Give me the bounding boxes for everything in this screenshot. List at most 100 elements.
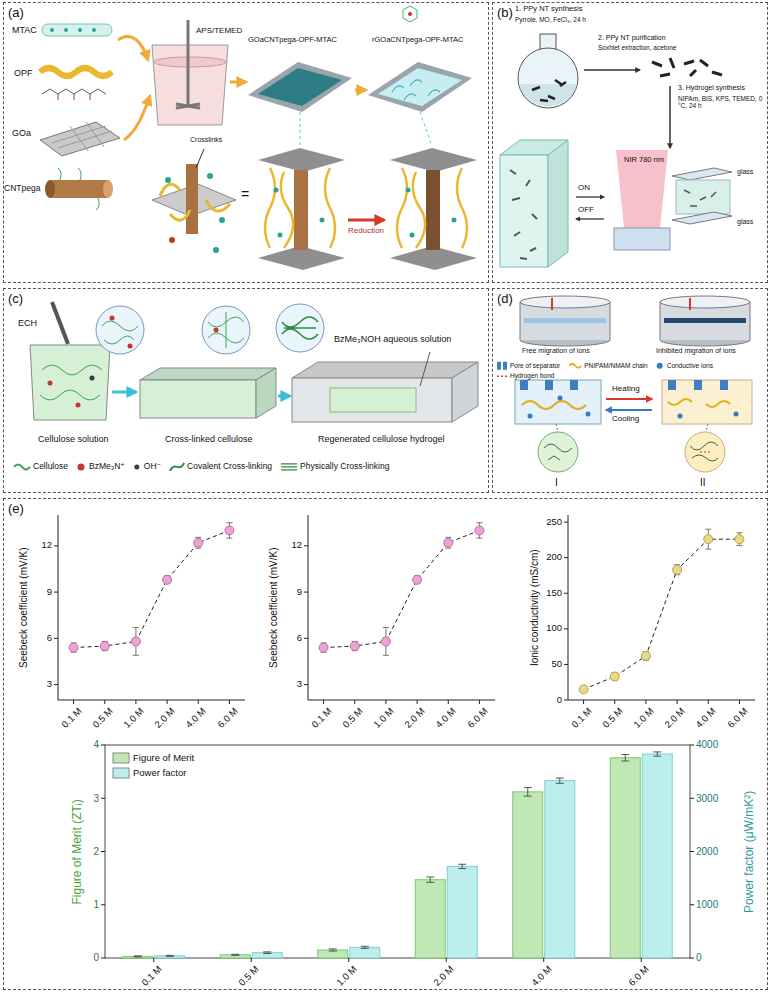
panel-letter: (d) bbox=[497, 291, 513, 306]
panel-c-art bbox=[292, 362, 478, 378]
tick-mark bbox=[690, 904, 694, 905]
illustration-label: = bbox=[241, 186, 249, 202]
tick-label: 6 bbox=[297, 633, 302, 644]
panel-b-art bbox=[672, 212, 732, 224]
panel-a-art bbox=[78, 28, 82, 32]
bar bbox=[252, 953, 282, 958]
legend-text: Hydrogen bond bbox=[510, 372, 554, 379]
panel-c-art bbox=[140, 380, 256, 418]
panel-a-art bbox=[40, 122, 120, 156]
category-label: 0.5 M bbox=[237, 964, 262, 989]
category-label: 0.5 M bbox=[91, 706, 116, 731]
illustration-label: glass bbox=[737, 168, 753, 176]
tick-label: 6 bbox=[47, 633, 52, 644]
tick-mark bbox=[101, 958, 105, 959]
data-point bbox=[381, 637, 390, 646]
category-label: 4.0 M bbox=[694, 706, 719, 731]
category-label: 6.0 M bbox=[627, 964, 652, 989]
panel-d-art bbox=[662, 380, 752, 424]
panel-a-art bbox=[103, 180, 113, 198]
bar bbox=[642, 754, 672, 958]
illustration-label: Pyrrole, MO, FeCl₃, 24 h bbox=[515, 16, 586, 23]
panel-d-art bbox=[520, 302, 521, 340]
panel-a-art bbox=[160, 184, 230, 220]
panel-d-art bbox=[700, 452, 710, 453]
illustration-label: Soxhlet extraction, acetone bbox=[598, 44, 676, 51]
panel-a-art bbox=[406, 188, 411, 193]
tick-mark bbox=[739, 700, 740, 704]
axis-line bbox=[58, 700, 245, 701]
panel-c-art bbox=[140, 368, 276, 380]
panel-b-art bbox=[652, 58, 722, 76]
panel-c-art bbox=[90, 376, 95, 381]
tick-label: 12 bbox=[291, 540, 302, 551]
illustration-label: NIR 780 nm bbox=[624, 156, 664, 165]
tick-mark bbox=[304, 545, 308, 546]
panel-d-art bbox=[750, 302, 751, 340]
panel-d-art bbox=[734, 412, 739, 417]
tick-mark bbox=[564, 522, 568, 523]
illustration-label: 2. PPy NT purification bbox=[598, 34, 666, 42]
panel-frame: (e) bbox=[3, 498, 768, 990]
tick-label: 0 bbox=[696, 952, 702, 964]
legend-text: Physically Cross-linking bbox=[300, 462, 389, 472]
data-point bbox=[735, 535, 744, 544]
panel-c-art bbox=[48, 381, 53, 386]
panel-c-art bbox=[330, 388, 416, 412]
legend-sample bbox=[170, 463, 184, 471]
panel-a-art bbox=[42, 89, 106, 94]
panel-c-art bbox=[276, 304, 324, 352]
panel-c-art bbox=[30, 345, 110, 420]
category-label: 1.0 M bbox=[122, 706, 147, 731]
category-label: 2.0 M bbox=[153, 706, 178, 731]
panel-a-art bbox=[58, 94, 90, 100]
tick-label: 4000 bbox=[696, 739, 718, 751]
panel-b-art bbox=[576, 218, 604, 219]
tick-mark bbox=[690, 745, 694, 746]
axis-title: Seebeck coefficient (mV/K) bbox=[268, 547, 280, 667]
tick-mark bbox=[153, 958, 154, 962]
panel-c-art bbox=[278, 395, 290, 398]
tick-label: 1 bbox=[93, 899, 99, 911]
tick-mark bbox=[101, 745, 105, 746]
tick-mark bbox=[708, 700, 709, 704]
panel-d-art bbox=[528, 414, 533, 419]
panel-c-art bbox=[112, 391, 136, 394]
illustration-label: OPF bbox=[14, 68, 33, 78]
axis-line bbox=[308, 700, 495, 701]
panel-c-art bbox=[452, 362, 478, 422]
panel-a-art bbox=[452, 218, 457, 223]
legend-text: Cellulose bbox=[33, 462, 68, 472]
data-point bbox=[225, 526, 234, 535]
axis-line bbox=[58, 515, 59, 700]
panel-d-art bbox=[515, 380, 601, 424]
panel-a-art bbox=[154, 57, 226, 67]
illustration-label: I bbox=[555, 477, 558, 489]
panel-b-art bbox=[616, 150, 668, 228]
panel-d-art bbox=[606, 398, 652, 400]
error-bar bbox=[426, 877, 434, 882]
panel-a-art bbox=[169, 237, 175, 243]
tick-mark bbox=[54, 638, 58, 639]
tick-label: 1000 bbox=[696, 899, 718, 911]
illustration-label: Inhibited migration of ions bbox=[656, 347, 736, 355]
panel-a-art bbox=[219, 217, 225, 223]
panel-d-art bbox=[558, 396, 563, 401]
panel-d-art bbox=[685, 432, 725, 472]
tick-mark bbox=[304, 684, 308, 685]
panel-a-art bbox=[355, 89, 366, 92]
panel-d-art bbox=[668, 399, 730, 407]
legend-sample bbox=[503, 362, 507, 370]
panel-a-art bbox=[320, 218, 325, 223]
panel-b-art bbox=[684, 190, 716, 206]
legend-sample bbox=[497, 375, 507, 377]
illustration-label: Cellulose solution bbox=[38, 434, 109, 444]
panel-c-art bbox=[420, 352, 430, 386]
panel-letter: (c) bbox=[8, 291, 23, 306]
panel-d-art bbox=[538, 432, 578, 472]
tick-mark bbox=[73, 700, 74, 704]
panel-b-art bbox=[576, 196, 604, 197]
error-bar bbox=[524, 788, 532, 797]
legend-sample bbox=[281, 464, 297, 470]
axis-title: Seebeck coefficient (mV/K) bbox=[18, 547, 30, 667]
